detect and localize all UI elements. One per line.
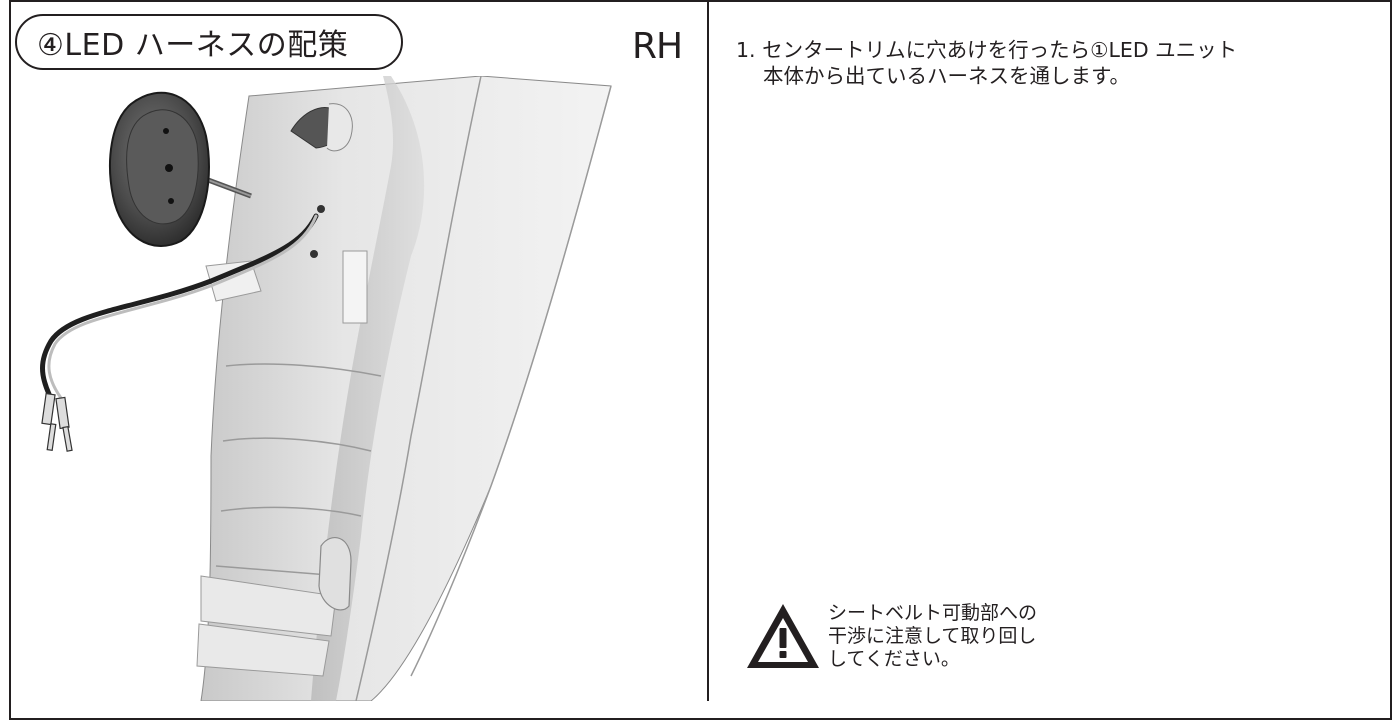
- caution-line-2: 干渉に注意して取り回し: [828, 624, 1037, 647]
- warning-triangle-icon: [747, 604, 819, 668]
- led-unit-harness-illustration: [40, 76, 612, 701]
- caution-line-3: してください。: [828, 647, 960, 670]
- instruction-line-2: 本体から出ているハーネスを通します。: [763, 64, 1130, 88]
- caution-text: シートベルト可動部への 干渉に注意して取り回し してください。: [828, 602, 1037, 671]
- column-divider: [707, 0, 709, 701]
- section-title: ④LED ハーネスの配策: [15, 14, 403, 70]
- caution-line-1: シートベルト可動部への: [828, 601, 1038, 624]
- instruction-text: 1. センタートリムに穴あけを行ったら①LED ユニット 本体から出ているハーネ…: [736, 37, 1376, 89]
- section-title-text: ④LED ハーネスの配策: [37, 28, 349, 63]
- trim-outline: [355, 76, 482, 701]
- caution-note: シートベルト可動部への 干渉に注意して取り回し してください。: [744, 600, 1037, 672]
- side-label: RH: [632, 26, 683, 67]
- instruction-line-1: 1. センタートリムに穴あけを行ったら①LED ユニット: [736, 38, 1238, 62]
